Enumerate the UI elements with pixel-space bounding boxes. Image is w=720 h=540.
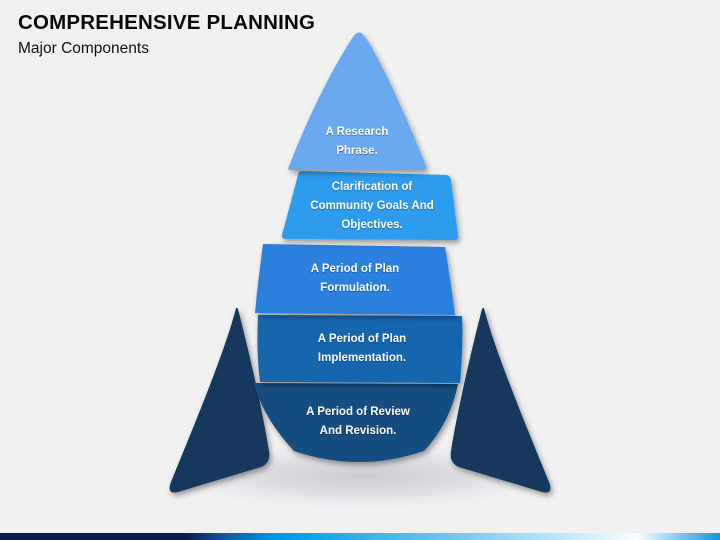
- page-title: COMPREHENSIVE PLANNING: [18, 11, 316, 34]
- rocket-stage-3-shape: [255, 244, 455, 315]
- rocket-stage-5-shape: [254, 383, 458, 462]
- rocket-stage-2-shape: [281, 171, 459, 240]
- rocket-nose-cone-shape: [287, 32, 427, 170]
- page-subtitle: Major Components: [18, 40, 149, 57]
- rocket-stage-4-shape: [257, 315, 463, 383]
- right-fin: [450, 307, 551, 493]
- left-fin: [169, 307, 270, 493]
- footer-accent-bar: [0, 533, 720, 540]
- slide-header: COMPREHENSIVE PLANNING Major Components: [18, 10, 315, 60]
